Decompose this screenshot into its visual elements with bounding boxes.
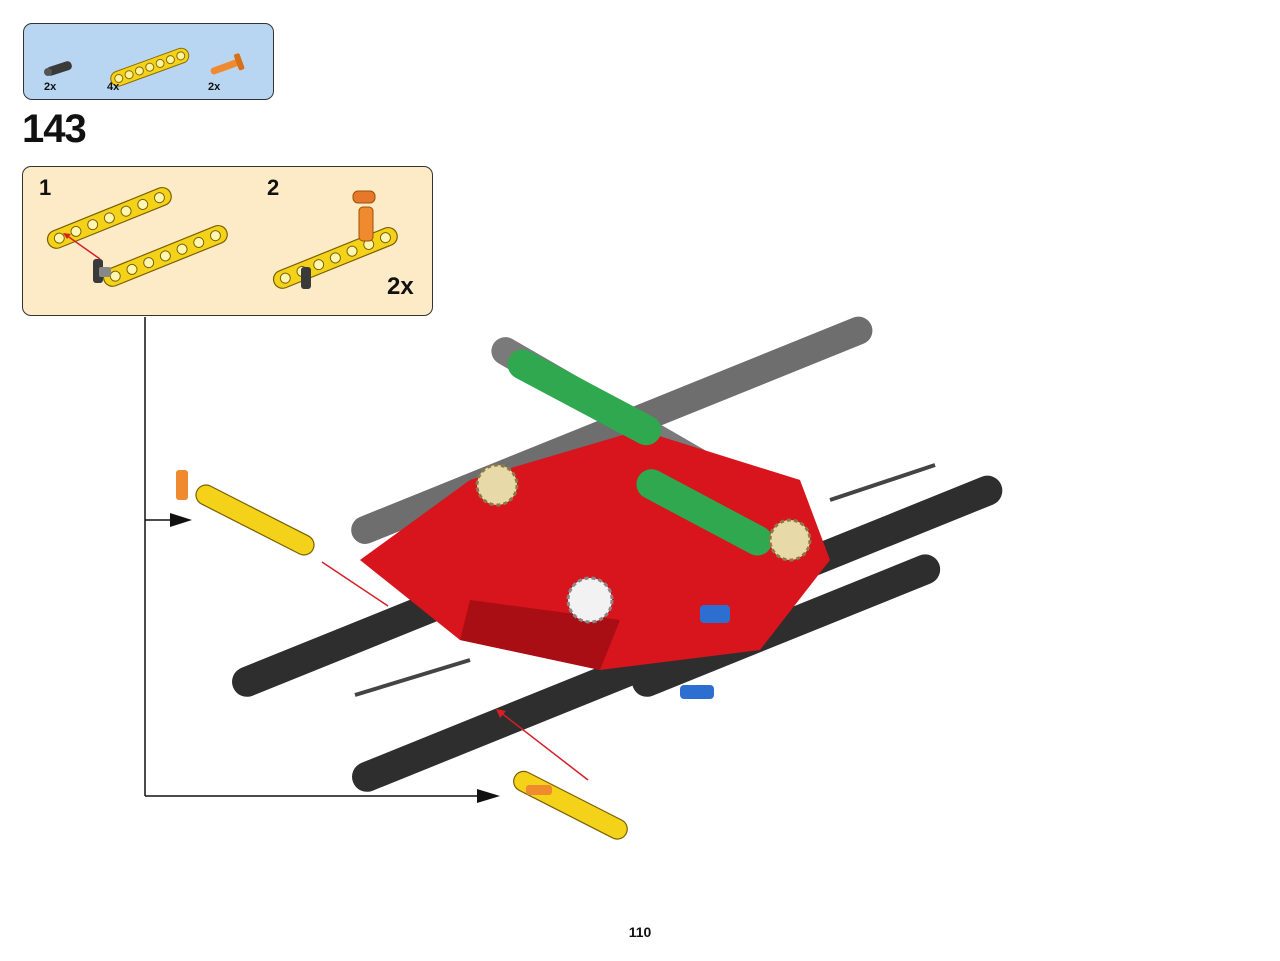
axle-right: [829, 463, 936, 502]
part-qty-orange-pin: 2x: [208, 81, 221, 93]
orange-axle-pin-icon: [210, 53, 245, 75]
parts-list-box: 2x 4x 2x: [23, 23, 274, 100]
loose-pin-top: [176, 470, 188, 500]
green-liftarm-top: [507, 349, 662, 446]
sub-step-1-liftarm-top: [46, 186, 172, 249]
sub-step-1-pin: [63, 233, 111, 283]
white-gear: [566, 576, 614, 624]
loose-liftarm-bottom: [513, 770, 628, 840]
black-beam-far: [796, 475, 1003, 577]
callout-arrowhead-bottom: [477, 789, 500, 803]
black-beam-bottom: [352, 649, 661, 792]
blue-part-lower: [680, 685, 714, 699]
green-liftarm-bottom: [636, 469, 773, 556]
loose-liftarm-top: [195, 484, 315, 556]
blue-part: [700, 605, 730, 623]
sub-step-1-liftarm-bottom: [102, 224, 228, 287]
tan-gear-right: [768, 518, 812, 562]
placement-arrowhead-bottom: [496, 709, 506, 718]
part-qty-liftarm: 4x: [107, 81, 120, 93]
sub-assembly-multiplier: 2x: [387, 273, 414, 300]
step-number: 143: [22, 107, 87, 151]
placement-arrow-top: [321, 561, 389, 607]
sub-step-label-1: 1: [39, 175, 52, 200]
parts-list-images: [44, 47, 245, 87]
sub-step-2-top-pin: [301, 190, 376, 289]
tan-gear-left: [475, 463, 519, 507]
callout-arrowhead-top: [170, 513, 192, 527]
part-qty-axle-pin-connector: 2x: [44, 81, 57, 93]
loose-pin-bottom: [526, 785, 552, 795]
axle-pin-connector-icon: [44, 61, 72, 76]
page-number: 110: [628, 924, 652, 940]
sub-assembly-images: [46, 186, 398, 289]
liftarm-7-icon: [110, 47, 190, 87]
axle-left: [354, 658, 471, 697]
black-beam-right: [632, 554, 941, 697]
sub-step-label-2: 2: [267, 175, 280, 200]
placement-arrow-bottom: [499, 711, 589, 781]
sub-assembly-box: 1 2: [22, 166, 433, 316]
